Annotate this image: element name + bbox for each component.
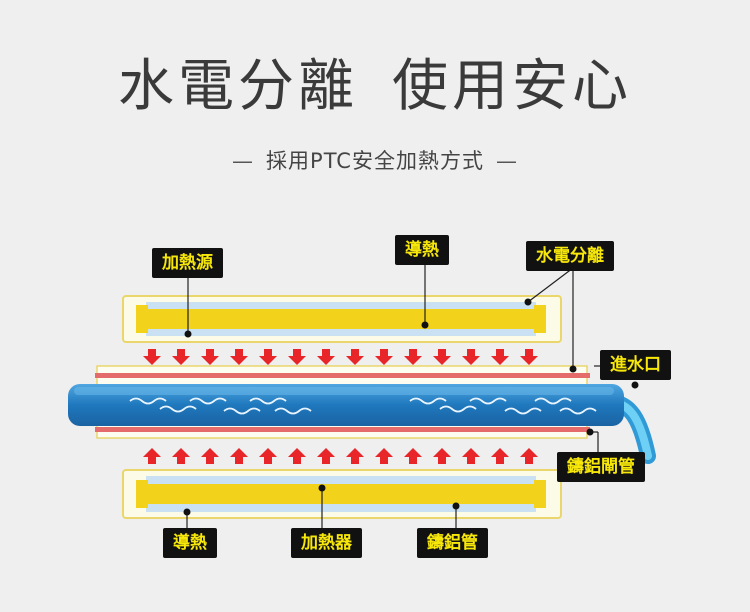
page-title: 水電分離使用安心 <box>0 52 750 122</box>
label-water-electric-separation: 水電分離 <box>526 241 614 271</box>
label-heat-conduct-bottom: 導熱 <box>163 528 217 558</box>
subtitle-dash-right: — <box>495 149 518 173</box>
label-heat-source: 加熱源 <box>152 248 223 278</box>
subtitle-text: 採用PTC安全加熱方式 <box>266 149 484 173</box>
label-heater: 加熱器 <box>291 528 362 558</box>
subtitle-dash-left: — <box>232 149 255 173</box>
label-water-inlet: 進水口 <box>600 350 671 380</box>
leader-dots <box>183 298 639 516</box>
title-part-2: 使用安心 <box>392 54 632 119</box>
label-heat-conduct-top: 導熱 <box>395 235 449 265</box>
heat-arrows-down <box>143 349 538 365</box>
water-wave-icons <box>129 397 597 415</box>
leader-lines <box>186 262 600 530</box>
title-part-1: 水電分離 <box>118 54 358 119</box>
label-cast-alloy-tube: 鑄鋁閘管 <box>557 452 645 482</box>
top-heater <box>122 295 562 343</box>
bottom-heater <box>122 469 562 519</box>
heat-arrows-up <box>143 448 538 464</box>
label-alloy-tube: 鑄鋁管 <box>417 528 488 558</box>
subtitle: — 採用PTC安全加熱方式 — <box>0 145 750 175</box>
